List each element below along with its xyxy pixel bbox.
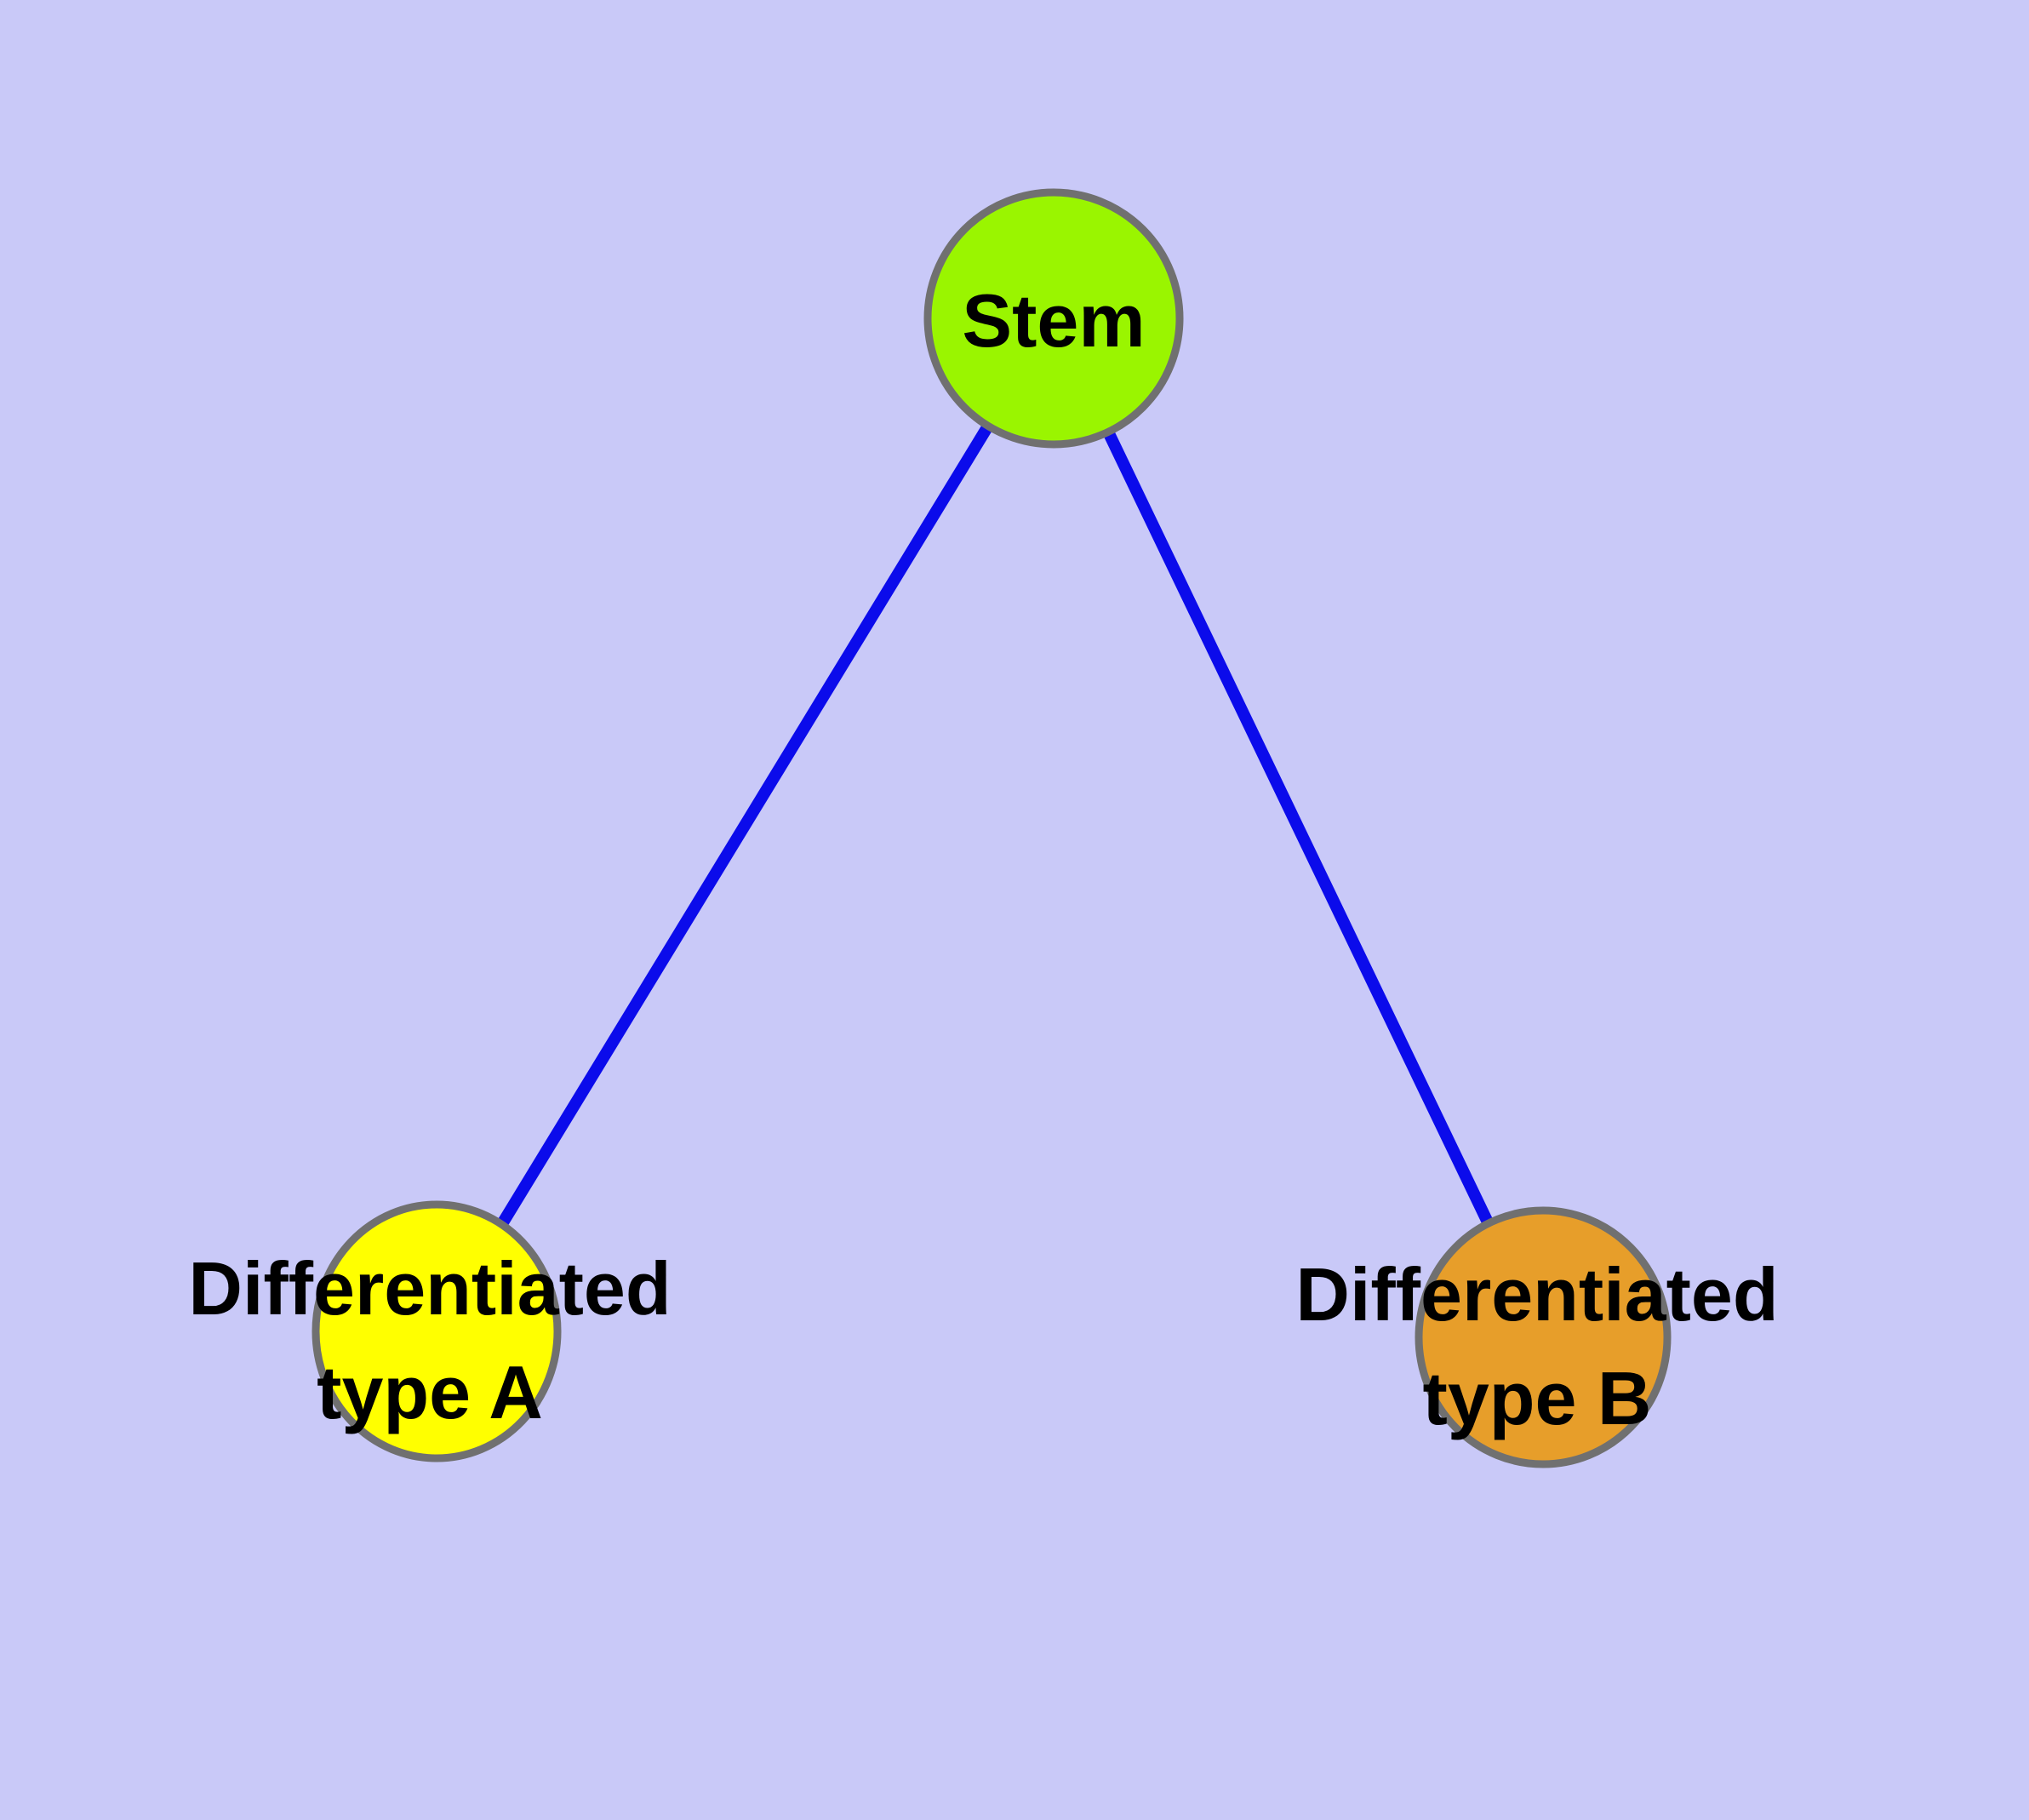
edge-stem-to-type-b: [1048, 315, 1549, 1341]
node-differentiated-type-a[interactable]: [311, 1200, 562, 1462]
node-differentiated-type-b[interactable]: [1415, 1206, 1672, 1468]
edge-stem-to-type-a: [432, 315, 1059, 1335]
node-stem[interactable]: [923, 188, 1184, 449]
